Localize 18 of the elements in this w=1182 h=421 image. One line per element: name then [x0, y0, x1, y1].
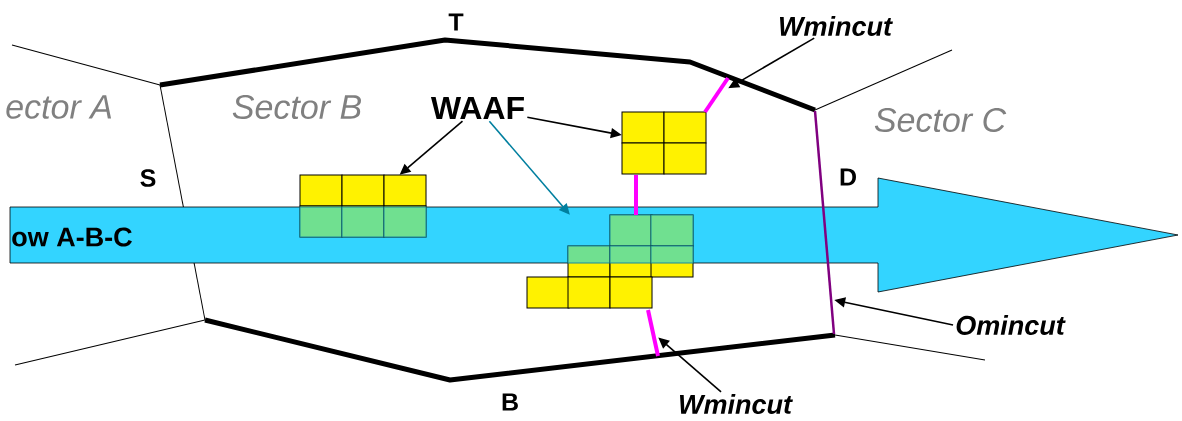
callout-text: Wmincut — [780, 16, 893, 36]
cut-line — [703, 76, 730, 114]
cut-line — [813, 110, 836, 335]
cell-group — [299, 174, 427, 238]
cell-group — [621, 111, 707, 175]
sector-label: Sector C — [874, 107, 1007, 133]
boundary-letter: B — [502, 393, 518, 411]
boundary-letter: T — [448, 13, 464, 31]
arrow — [488, 120, 570, 215]
arrow — [658, 337, 722, 393]
sector-label: Sector B — [232, 94, 361, 120]
callout-text: WAAF — [430, 97, 524, 119]
cell-group — [526, 214, 694, 309]
callout-text: Omincut — [956, 315, 1066, 335]
cut-line — [646, 309, 660, 357]
callout-text: Wmincut — [680, 394, 793, 414]
sector-label: ector A — [6, 95, 112, 119]
cut-line — [634, 175, 638, 215]
